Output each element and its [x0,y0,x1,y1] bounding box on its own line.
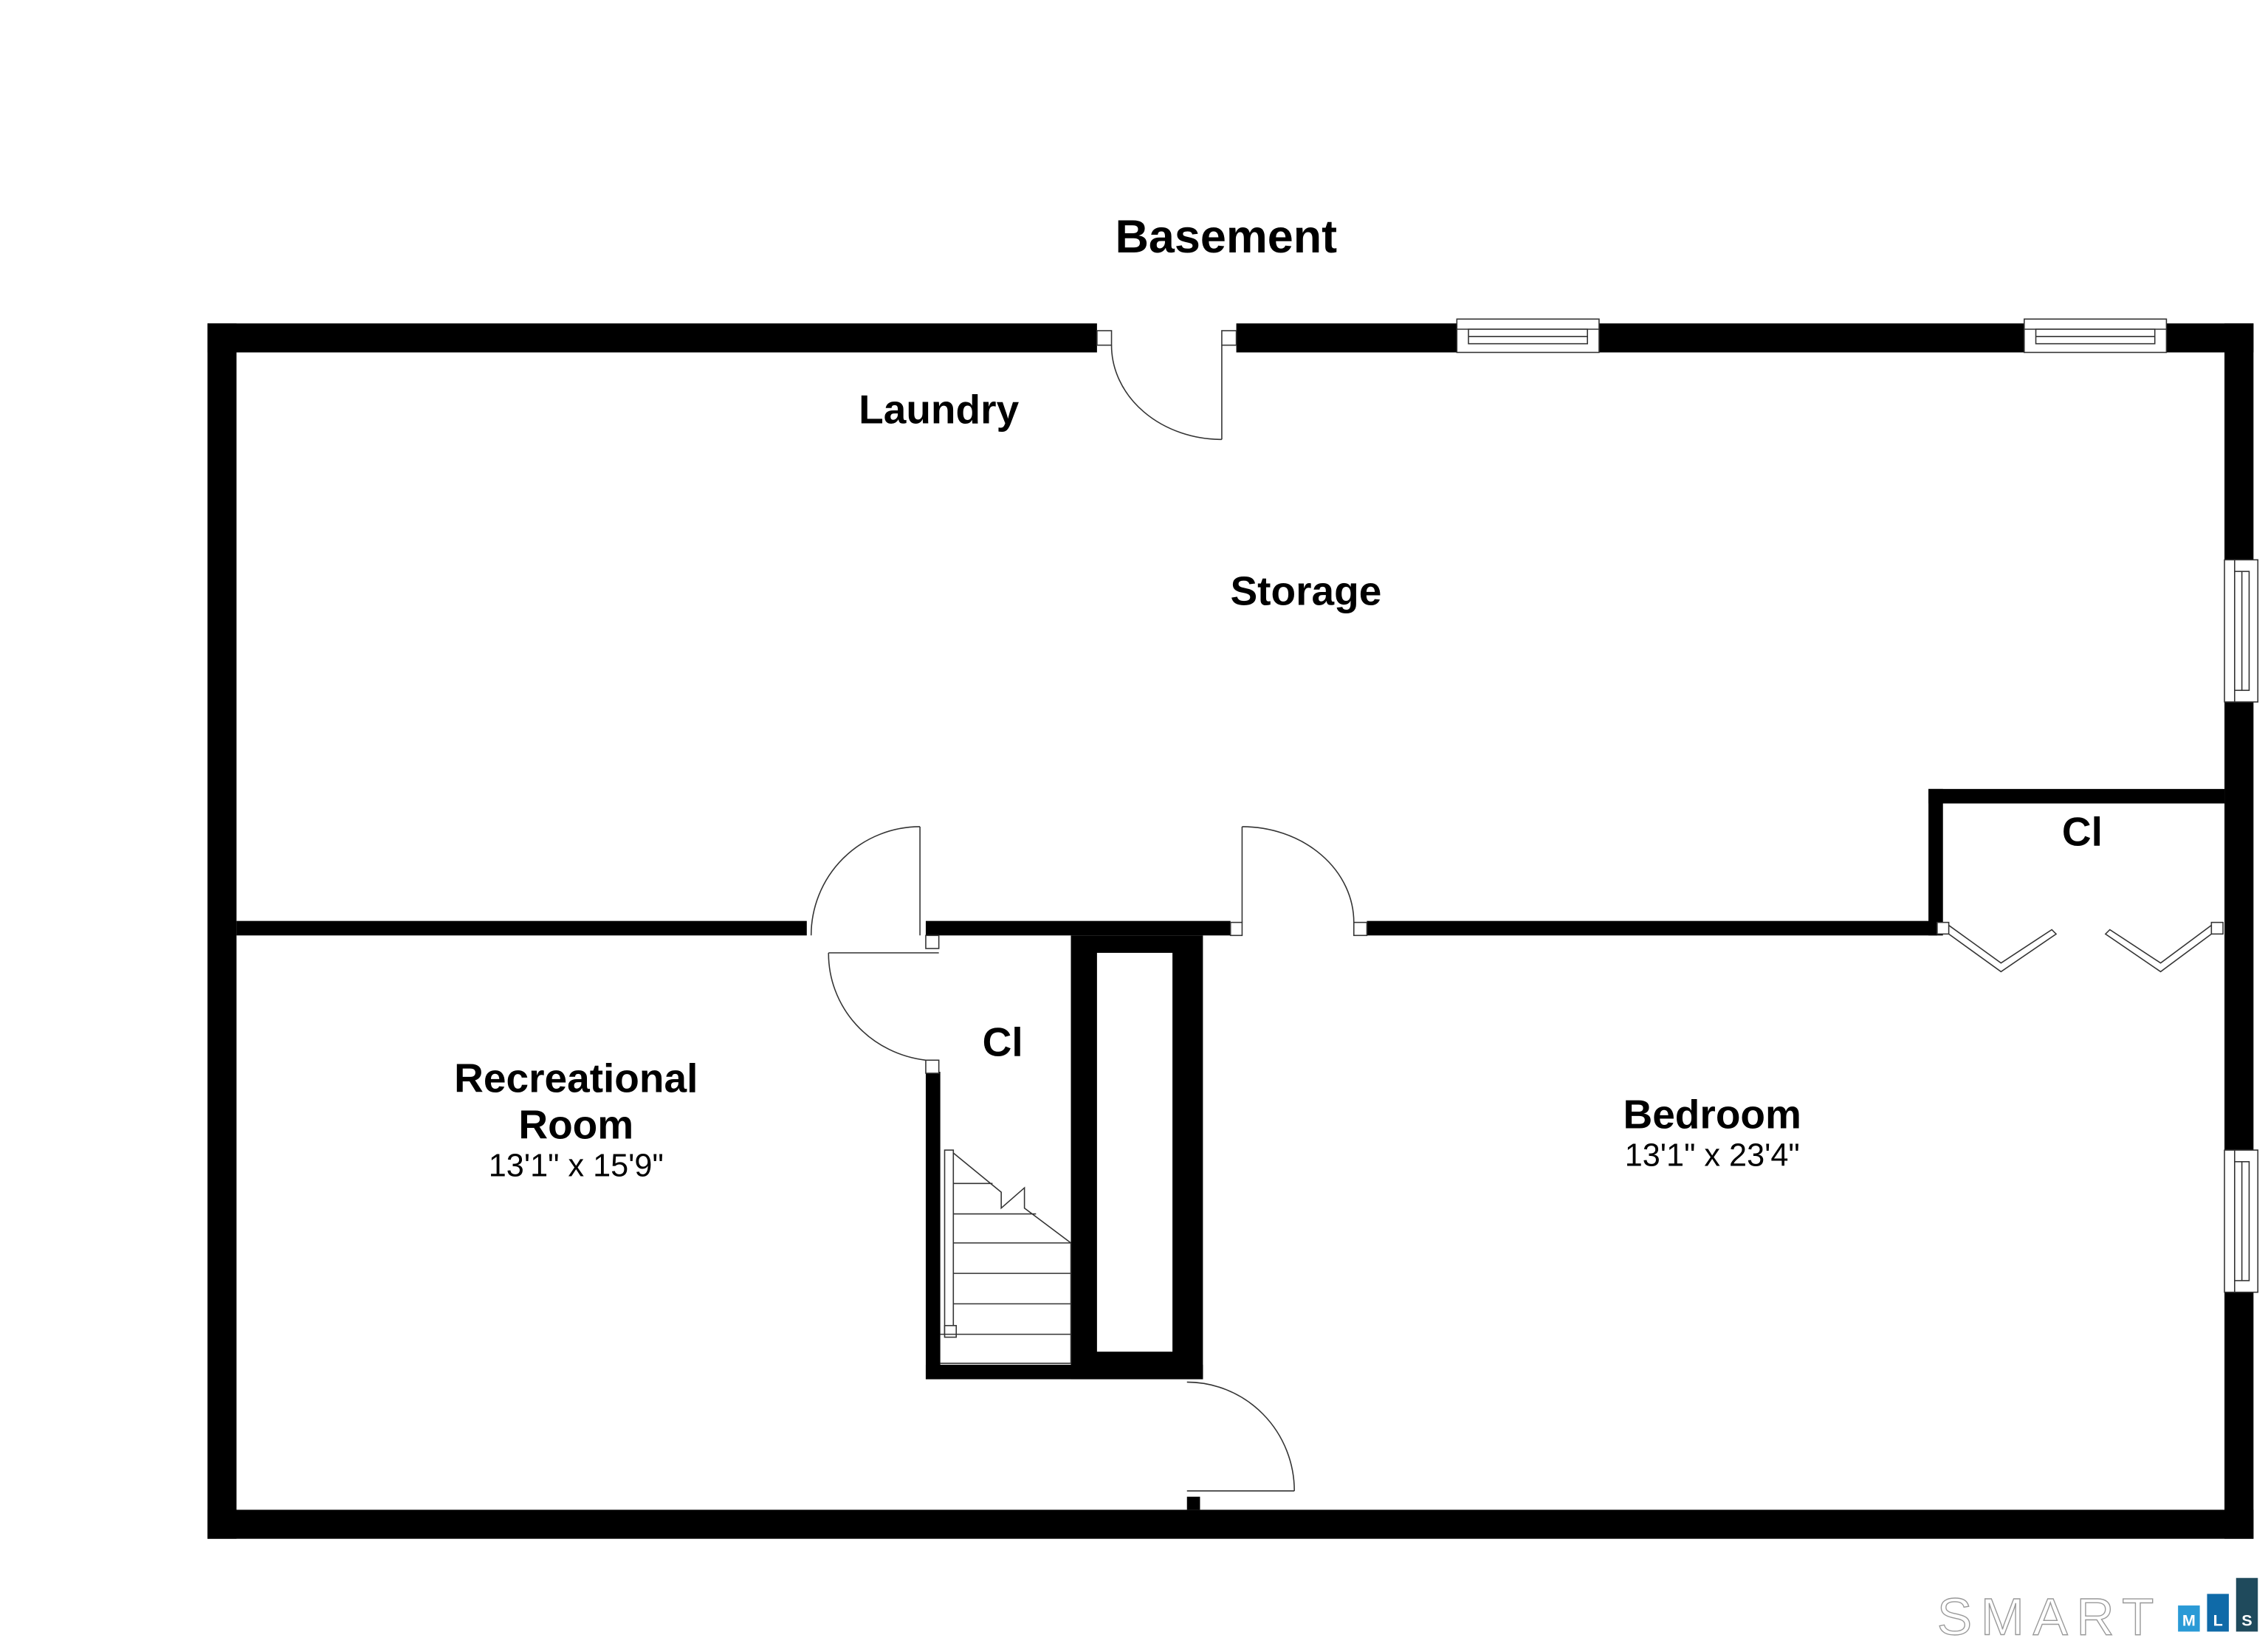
door-storage-bedroom [1229,826,1368,937]
window-top-1 [1456,318,1600,354]
room-dimensions-recreational: 13'1" x 15'9" [489,1148,664,1183]
room-label-closet-right: Cl [2062,808,2103,854]
room-label-closet-stair: Cl [983,1019,1023,1064]
logo-box-s-letter: S [2241,1611,2252,1630]
interior-walls [236,788,2225,1510]
bifold-door-closet [1937,921,2224,973]
logo-brand-text: SMART [1937,1587,2162,1645]
logo-box-m-letter: M [2182,1611,2196,1630]
door-bedroom-bottom [1186,1381,1295,1492]
door-storage-rec [810,826,940,949]
room-label-recreational-line1: Recreational [454,1056,698,1101]
door-stair-closet [828,952,940,1074]
window-right-1 [2224,559,2259,703]
smartmls-logo: SMART M L S [1937,1577,2258,1646]
logo-box-l [2207,1594,2229,1632]
window-right-2 [2224,1149,2259,1293]
room-label-laundry: Laundry [859,387,1019,433]
room-label-recreational-line2: Room [518,1101,633,1147]
staircase [940,1149,1072,1364]
floor-title: Basement [1116,211,1338,263]
room-label-bedroom: Bedroom [1623,1092,1801,1137]
room-label-storage: Storage [1230,568,1381,613]
window-top-2 [2024,318,2168,354]
room-dimensions-bedroom: 13'1" x 23'4" [1625,1138,1800,1174]
logo-box-m [2178,1605,2200,1632]
door-top-entry [1096,330,1237,441]
logo-box-s [2236,1577,2258,1632]
logo-box-l-letter: L [2213,1611,2223,1630]
